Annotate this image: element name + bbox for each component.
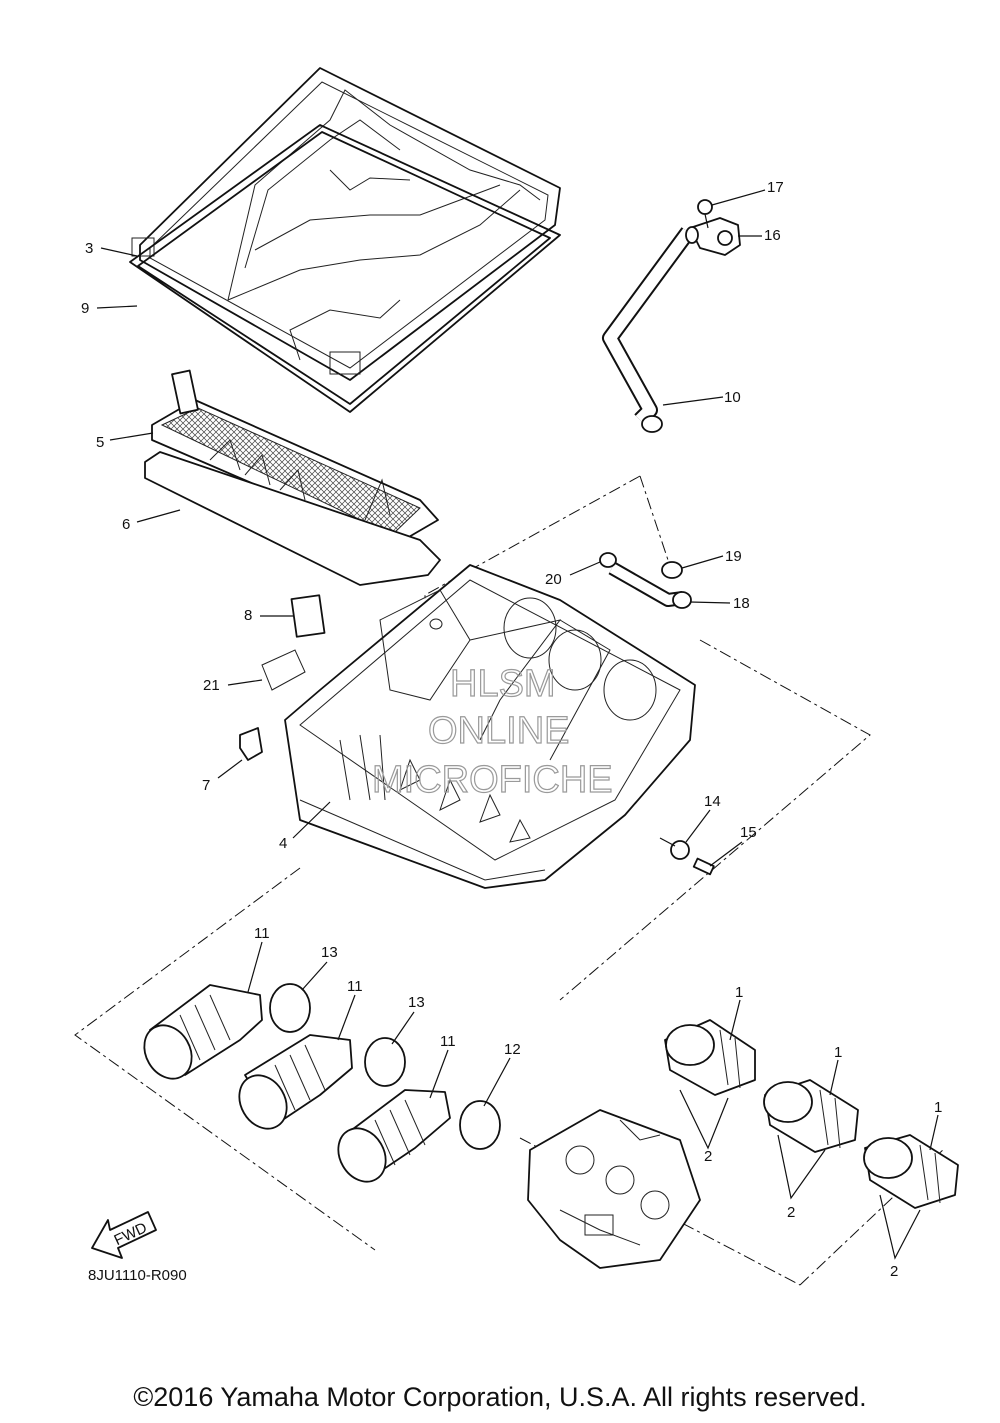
callout-5: 5 — [96, 434, 104, 451]
callout-1a: 1 — [735, 984, 743, 1001]
callout-20: 20 — [545, 571, 562, 588]
callout-11a: 11 — [254, 925, 270, 942]
intake-funnel-3 — [337, 1089, 451, 1183]
callout-2a: 2 — [704, 1148, 712, 1165]
leader-lines — [96, 189, 939, 1260]
diagram-code: 8JU1110-R090 — [88, 1267, 187, 1284]
callout-15: 15 — [740, 824, 757, 841]
intake-funnel-1 — [143, 984, 263, 1080]
callout-16: 16 — [764, 227, 781, 244]
callout-17: 17 — [767, 179, 784, 196]
callout-4: 4 — [279, 835, 287, 852]
copyright-notice: ©2016 Yamaha Motor Corporation, U.S.A. A… — [133, 1382, 867, 1412]
watermark-line1: HLSM — [450, 663, 556, 705]
clamp-19 — [661, 561, 683, 579]
callout-10: 10 — [724, 389, 741, 406]
screw-17 — [697, 199, 713, 229]
callout-11b: 11 — [347, 978, 363, 995]
breather-hose — [602, 227, 695, 433]
clamp-20 — [599, 552, 617, 568]
air-filter-element — [151, 369, 439, 546]
callout-2c: 2 — [890, 1263, 898, 1280]
throttle-body — [527, 1109, 701, 1269]
callout-7: 7 — [202, 777, 210, 794]
intake-joint-3 — [863, 1134, 959, 1209]
intake-funnel-2 — [238, 1034, 353, 1130]
callout-3: 3 — [85, 240, 93, 257]
filter-gasket — [144, 451, 441, 586]
callout-9: 9 — [81, 300, 89, 317]
watermark-line3: MICROFICHE — [372, 759, 613, 801]
sponge-pad — [290, 594, 326, 638]
bolt-15 — [692, 857, 715, 876]
callout-labels: 3 9 5 6 8 21 7 4 10 16 17 19 18 20 14 15… — [81, 179, 942, 1280]
watermark: HLSM ONLINE MICROFICHE — [371, 662, 613, 801]
clamp-13a — [269, 983, 311, 1033]
watermark-line2: ONLINE — [428, 710, 569, 752]
air-box-cover — [131, 67, 561, 381]
label-sticker — [261, 649, 306, 691]
callout-8: 8 — [244, 607, 252, 624]
callout-12: 12 — [504, 1041, 521, 1058]
hose-joint — [685, 217, 741, 256]
clamp-12 — [459, 1100, 501, 1150]
callout-18: 18 — [733, 595, 750, 612]
callout-1c: 1 — [934, 1099, 942, 1116]
drain-hose — [608, 561, 692, 609]
drain-plug — [659, 837, 690, 860]
callout-13b: 13 — [408, 994, 425, 1011]
clamp-13b — [364, 1037, 406, 1087]
air-box — [284, 564, 696, 889]
callout-6: 6 — [122, 516, 130, 533]
callout-19: 19 — [725, 548, 742, 565]
intake-joint-1 — [664, 1019, 756, 1096]
cover-seal — [129, 124, 561, 413]
clip — [239, 727, 263, 761]
intake-joint-2 — [763, 1079, 859, 1153]
callout-2b: 2 — [787, 1204, 795, 1221]
callout-21: 21 — [203, 677, 220, 694]
callout-14: 14 — [704, 793, 721, 810]
fwd-arrow: FWD — [91, 1211, 157, 1259]
callout-11c: 11 — [440, 1033, 456, 1050]
callout-13a: 13 — [321, 944, 338, 961]
callout-1b: 1 — [834, 1044, 842, 1061]
